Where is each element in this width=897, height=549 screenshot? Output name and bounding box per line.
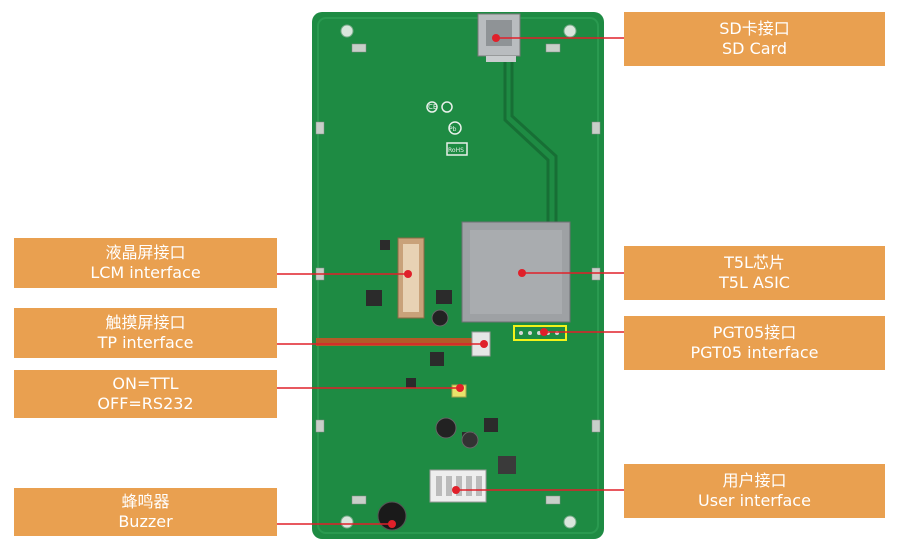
label-user-interface: 用户接口 User interface (624, 464, 885, 518)
label-t5l-en: T5L ASIC (719, 273, 790, 292)
edge-clips (315, 43, 601, 505)
label-lcm-cn: 液晶屏接口 (105, 243, 186, 262)
label-pgt05-cn: PGT05接口 (712, 323, 797, 342)
label-buzzer: 蜂鸣器 Buzzer (14, 488, 277, 536)
label-sd-card-en: SD Card (722, 39, 787, 58)
label-tp-cn: 触摸屏接口 (105, 313, 186, 332)
pointer-dots (388, 34, 548, 528)
tp-cable (316, 338, 476, 346)
label-ttl-off: OFF=RS232 (97, 394, 194, 413)
label-pgt05: PGT05接口 PGT05 interface (624, 316, 885, 370)
leader-lines (277, 37, 624, 525)
label-ttl-switch: ON=TTL OFF=RS232 (14, 370, 277, 418)
buzzer-component (377, 501, 407, 531)
mounting-holes (340, 24, 577, 529)
label-user-cn: 用户接口 (722, 471, 787, 490)
label-lcm-en: LCM interface (90, 263, 201, 282)
pb-mark: Pb (449, 126, 457, 133)
label-user-en: User interface (698, 491, 811, 510)
label-lcm-interface: 液晶屏接口 LCM interface (14, 238, 277, 288)
rohs-mark: RoHS (448, 147, 464, 154)
label-t5l-asic: T5L芯片 T5L ASIC (624, 246, 885, 300)
ce-mark: CE (428, 103, 437, 111)
label-sd-card-cn: SD卡接口 (719, 19, 790, 38)
label-buzzer-cn: 蜂鸣器 (121, 492, 170, 511)
label-t5l-cn: T5L芯片 (724, 253, 785, 272)
label-tp-interface: 触摸屏接口 TP interface (14, 308, 277, 358)
label-pgt05-en: PGT05 interface (690, 343, 819, 362)
capacitors (431, 309, 516, 474)
label-ttl-on: ON=TTL (112, 374, 179, 393)
pgt05-header (513, 325, 567, 341)
certification-marks (426, 101, 468, 156)
label-sd-card: SD卡接口 SD Card (624, 12, 885, 66)
label-tp-en: TP interface (97, 333, 194, 352)
label-buzzer-en: Buzzer (118, 512, 173, 531)
